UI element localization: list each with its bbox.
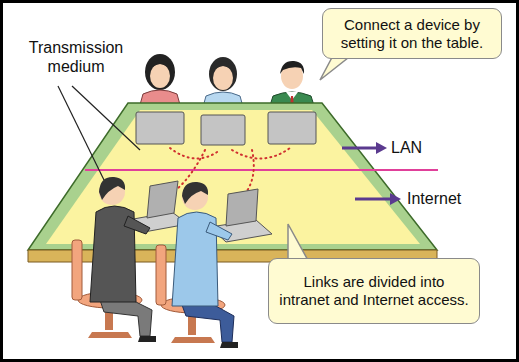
- medium-label: Transmission medium: [20, 38, 132, 76]
- table-top: [28, 103, 437, 250]
- laptop: [268, 112, 316, 144]
- laptop: [201, 115, 245, 145]
- callout-text: Connect a device by setting it on the ta…: [331, 16, 493, 52]
- callout-box: Connect a device by setting it on the ta…: [322, 8, 502, 59]
- callout-box: Links are divided into intranet and Inte…: [268, 258, 480, 324]
- pointer-arrow: [355, 198, 392, 201]
- label-text: Transmission medium: [29, 39, 124, 75]
- network-label: LAN: [391, 138, 422, 157]
- pointer-arrow: [342, 147, 378, 150]
- label-text: Internet: [407, 190, 461, 207]
- person-front-left: [90, 177, 156, 342]
- person-front-right: [172, 182, 238, 348]
- arrow-head: [376, 142, 387, 154]
- leader-line: [58, 86, 104, 180]
- label-text: LAN: [391, 139, 422, 156]
- divider-line: [85, 169, 438, 171]
- callout-text: Links are divided into intranet and Inte…: [277, 273, 471, 309]
- network-label: Internet: [407, 189, 461, 208]
- arrow-head: [390, 193, 401, 205]
- leader-line: [72, 86, 140, 150]
- laptop: [136, 112, 184, 144]
